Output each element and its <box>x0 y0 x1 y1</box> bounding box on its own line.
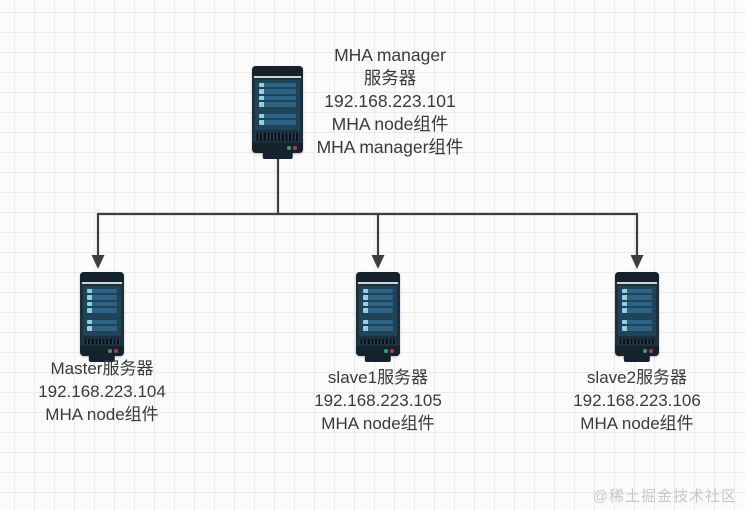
arrowhead-master <box>91 255 105 269</box>
master-ip: 192.168.223.104 <box>38 382 166 401</box>
drive-slot-icon <box>622 289 652 294</box>
led-green-icon <box>108 349 112 353</box>
slave2-ip: 192.168.223.106 <box>573 391 701 410</box>
server-chassis <box>356 272 400 356</box>
server-vent-grille <box>255 133 300 141</box>
server-drive-panel <box>83 286 121 336</box>
drive-slot-icon <box>259 95 296 101</box>
server-drive-panel <box>255 80 300 130</box>
arrowhead-slave1 <box>371 255 385 269</box>
server-vent-grille <box>83 339 121 344</box>
manager-node-label: MHA manager 服务器 192.168.223.101 MHA node… <box>268 44 512 159</box>
drive-slot-icon <box>363 301 393 307</box>
server-tower-icon <box>80 272 124 362</box>
drive-slot-icon <box>363 308 393 313</box>
server-bottom-band <box>252 143 303 153</box>
led-red-icon <box>649 349 653 353</box>
slave1-ip: 192.168.223.105 <box>314 391 442 410</box>
server-bottom-band <box>80 346 124 356</box>
server-vent-grille <box>359 339 397 344</box>
drive-slot-icon <box>622 326 652 331</box>
drive-slot-icon <box>259 102 296 107</box>
slave2-node-label: slave2服务器 192.168.223.106 MHA node组件 <box>537 366 737 435</box>
server-icon-slave2 <box>615 272 659 362</box>
drive-slot-icon <box>87 301 117 307</box>
master-component: MHA node组件 <box>45 405 159 424</box>
server-bottom-band <box>356 346 400 356</box>
drive-slot-icon <box>622 301 652 307</box>
drive-slot-icon <box>363 289 393 294</box>
server-top-band <box>80 272 124 282</box>
server-drive-panel <box>618 286 656 336</box>
manager-name: MHA manager <box>334 45 446 65</box>
manager-ip: 192.168.223.101 <box>324 91 456 111</box>
led-red-icon <box>293 146 297 150</box>
server-bottom-band <box>615 346 659 356</box>
drive-slot-icon <box>622 295 652 300</box>
server-tower-icon <box>356 272 400 362</box>
drive-slot-icon <box>259 83 296 88</box>
server-top-band <box>252 66 303 76</box>
server-separator-line <box>617 282 657 284</box>
server-base <box>262 152 293 159</box>
led-red-icon <box>114 349 118 353</box>
master-node-label: Master服务器 192.168.223.104 MHA node组件 <box>2 357 202 426</box>
server-vent-grille <box>618 339 656 344</box>
server-chassis <box>252 66 303 153</box>
drive-slot-icon <box>363 295 393 300</box>
server-drive-panel <box>359 286 397 336</box>
server-tower-icon <box>615 272 659 362</box>
drive-slot-icon <box>622 308 652 313</box>
drive-slot-icon <box>259 113 296 119</box>
slave2-component: MHA node组件 <box>580 414 694 433</box>
server-icon-master <box>80 272 124 362</box>
manager-role: 服务器 <box>363 68 417 88</box>
drive-slot-icon <box>87 326 117 331</box>
slave2-name: slave2服务器 <box>586 368 688 387</box>
led-red-icon <box>390 349 394 353</box>
server-chassis <box>80 272 124 356</box>
server-separator-line <box>358 282 398 284</box>
led-green-icon <box>287 146 291 150</box>
server-chassis <box>615 272 659 356</box>
drive-slot-icon <box>259 89 296 94</box>
drive-slot-icon <box>87 308 117 313</box>
drive-slot-icon <box>622 319 652 325</box>
drive-slot-icon <box>87 289 117 294</box>
server-icon-slave1 <box>356 272 400 362</box>
server-tower-icon <box>252 66 303 159</box>
arrowhead-slave2 <box>630 255 644 269</box>
server-base <box>364 355 392 362</box>
led-green-icon <box>384 349 388 353</box>
server-icon-manager <box>252 66 303 159</box>
led-green-icon <box>643 349 647 353</box>
master-name: Master服务器 <box>50 359 154 378</box>
manager-component-2: MHA manager组件 <box>316 137 464 157</box>
watermark: @稀土掘金技术社区 <box>592 488 737 505</box>
manager-component-1: MHA node组件 <box>331 114 449 134</box>
slave1-node-label: slave1服务器 192.168.223.105 MHA node组件 <box>278 366 478 435</box>
slave1-component: MHA node组件 <box>321 414 435 433</box>
slave1-name: slave1服务器 <box>327 368 429 387</box>
server-separator-line <box>254 76 301 78</box>
server-base <box>623 355 651 362</box>
drive-slot-icon <box>363 319 393 325</box>
server-separator-line <box>82 282 122 284</box>
drive-slot-icon <box>259 120 296 125</box>
drive-slot-icon <box>363 326 393 331</box>
server-top-band <box>356 272 400 282</box>
drive-slot-icon <box>87 295 117 300</box>
server-base <box>88 355 116 362</box>
drive-slot-icon <box>87 319 117 325</box>
server-top-band <box>615 272 659 282</box>
